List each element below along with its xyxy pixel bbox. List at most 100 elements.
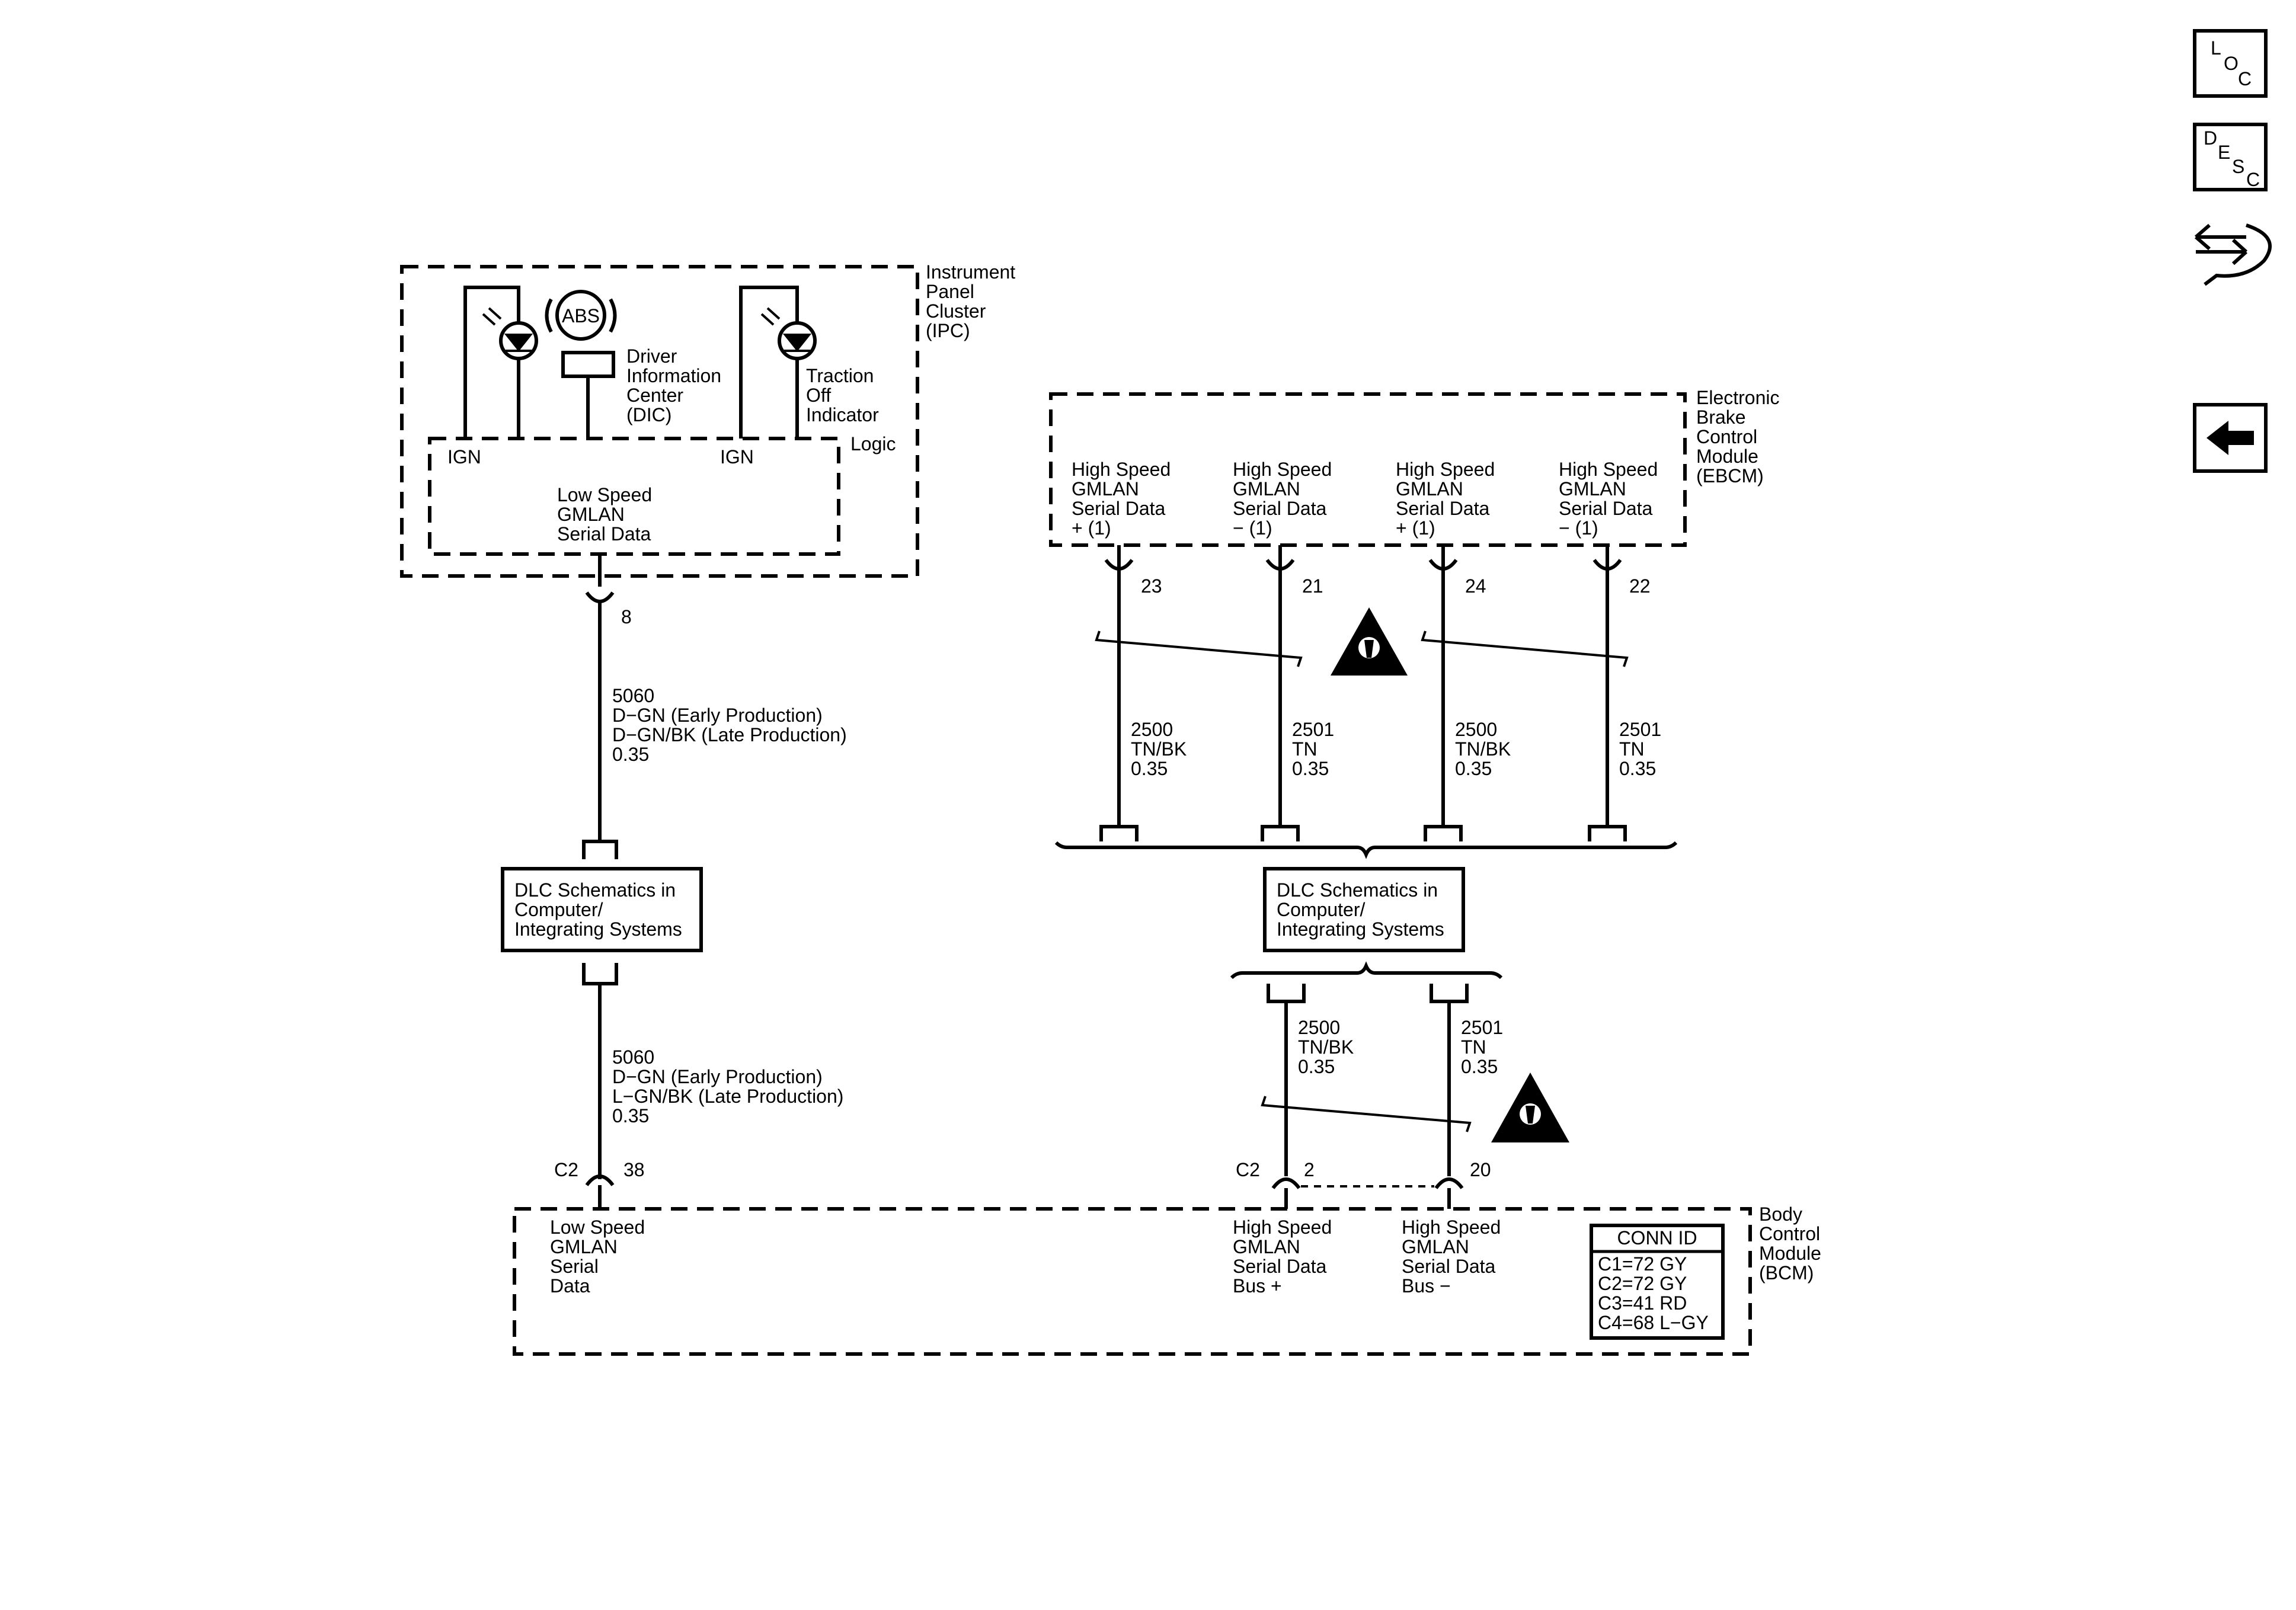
dic-line2: Information [626, 365, 721, 386]
ebcm-name-line2: Brake [1696, 406, 1746, 428]
ebcm-term2-line1: High Speed [1233, 459, 1332, 480]
traction-line3: Indicator [806, 404, 879, 425]
conn-id-row2: C2=72 GY [1598, 1273, 1687, 1294]
ebcm-wire-2: 21 2501 TN 0.35 [1261, 545, 1334, 841]
wire-upper-left-line4: 0.35 [612, 744, 649, 765]
ebcm-name-line3: Control [1696, 426, 1757, 447]
ebcm-wire2-line3: 0.35 [1292, 758, 1329, 779]
ebcm-name-line1: Electronic [1696, 387, 1780, 408]
bcm-name-line1: Body [1759, 1204, 1802, 1225]
dic-line4: (DIC) [626, 404, 671, 425]
abs-text: ABS [562, 305, 600, 327]
dic-line1: Driver [626, 345, 677, 367]
back-arrow-button[interactable] [2193, 403, 2268, 473]
bcm-hs-minus-line4: Bus − [1402, 1275, 1451, 1297]
wire-lower-right2-line2: TN [1461, 1036, 1486, 1058]
dlc-left-line2: Computer/ [514, 899, 603, 920]
desc-button[interactable]: D E S C [2193, 123, 2268, 191]
caution-icon-2 [1491, 1073, 1569, 1142]
ebcm-term4-line4: − (1) [1559, 517, 1598, 539]
back-arrow-icon [2207, 421, 2254, 455]
ebcm-term2-line2: GMLAN [1233, 478, 1300, 500]
ebcm-wire-4: 22 2501 TN 0.35 [1588, 545, 1661, 841]
ebcm-term4-line1: High Speed [1559, 459, 1658, 480]
bcm-pin-2: 2 [1304, 1159, 1315, 1180]
ipc-serial-line2: GMLAN [557, 504, 625, 525]
wire-5060-upper-label: 5060 D−GN (Early Production) D−GN/BK (La… [612, 685, 847, 765]
desc-letter-c: C [2246, 169, 2260, 190]
ebcm-term3-line3: Serial Data [1396, 498, 1490, 519]
ebcm-wire1-line3: 0.35 [1131, 758, 1168, 779]
loc-letter-c: C [2238, 68, 2252, 89]
ebcm-wire-3: 24 2500 TN/BK 0.35 [1424, 545, 1511, 841]
ebcm-wire1-line2: TN/BK [1131, 738, 1187, 760]
ipc-serial-line1: Low Speed [557, 484, 652, 505]
ebcm-name-line5: (EBCM) [1696, 465, 1764, 486]
ebcm-term2-line4: − (1) [1233, 517, 1272, 539]
wire-upper-left-line2: D−GN (Early Production) [612, 705, 823, 726]
ebcm-wire3-line1: 2500 [1455, 719, 1497, 740]
desc-letter-d: D [2204, 127, 2217, 149]
ebcm-wire3-line2: TN/BK [1455, 738, 1511, 760]
dic-display-icon [561, 351, 615, 378]
ebcm-name-line4: Module [1696, 446, 1758, 467]
wire-lower-left-line3: L−GN/BK (Late Production) [612, 1086, 843, 1107]
ign-label-2: IGN [720, 446, 754, 468]
ebcm-term3-line4: + (1) [1396, 517, 1435, 539]
ebcm-pin-21: 21 [1302, 575, 1323, 597]
dlc-box-right[interactable]: DLC Schematics in Computer/ Integrating … [1263, 867, 1465, 952]
ipc-name-line3: Cluster [926, 300, 986, 322]
bcm-hs-minus-line2: GMLAN [1402, 1236, 1469, 1257]
conn-id-row1: C1=72 GY [1598, 1253, 1687, 1275]
bcm-low-speed-line2: GMLAN [550, 1236, 618, 1257]
wire-upper-left-line3: D−GN/BK (Late Production) [612, 724, 847, 745]
ipc-name-line1: Instrument [926, 261, 1015, 283]
connector-icon[interactable] [2195, 223, 2272, 286]
bracket-top [1054, 841, 1678, 859]
bcm-pin-38: 38 [623, 1159, 645, 1180]
bcm-low-speed-line4: Data [550, 1275, 590, 1297]
ipc-module: Instrument Panel Cluster (IPC) ABS Drive… [400, 261, 1015, 628]
ebcm-term4-line3: Serial Data [1559, 498, 1653, 519]
wire-lower-right2-line1: 2501 [1461, 1017, 1503, 1038]
bracket-bottom [1230, 961, 1503, 980]
loc-button[interactable]: L O C [2193, 29, 2268, 98]
ebcm-wire4-line3: 0.35 [1619, 758, 1656, 779]
ebcm-pin-22: 22 [1629, 575, 1651, 597]
ign-label-1: IGN [447, 446, 481, 468]
bcm-module: Body Control Module (BCM) C2 38 C2 2 20 … [513, 1159, 1821, 1356]
desc-letter-e: E [2218, 142, 2230, 163]
ebcm-pin-23: 23 [1141, 575, 1162, 597]
abs-icon: ABS [545, 290, 617, 341]
bcm-hs-plus-line2: GMLAN [1233, 1236, 1300, 1257]
wire-lower-right1-line1: 2500 [1298, 1017, 1340, 1038]
bcm-name-line2: Control [1759, 1223, 1820, 1244]
bcm-hs-minus-line1: High Speed [1402, 1217, 1501, 1238]
traction-line1: Traction [806, 365, 874, 386]
ebcm-term1-line1: High Speed [1072, 459, 1171, 480]
wire-5060-lower-label: 5060 D−GN (Early Production) L−GN/BK (La… [612, 1046, 843, 1126]
dic-line3: Center [626, 385, 683, 406]
wire-lower-left-line4: 0.35 [612, 1105, 649, 1126]
bcm-c2-left: C2 [554, 1159, 578, 1180]
twisted-pair-mark-1 [1095, 630, 1303, 667]
dlc-left-line1: DLC Schematics in [514, 879, 676, 901]
ipc-name-line2: Panel [926, 281, 974, 302]
wire-lower-right2-line3: 0.35 [1461, 1056, 1498, 1077]
ebcm-wire3-line3: 0.35 [1455, 758, 1492, 779]
bcm-hs-plus-line4: Bus + [1233, 1275, 1282, 1297]
ebcm-wire-1: 23 2500 TN/BK 0.35 [1099, 545, 1187, 841]
bcm-pin-20: 20 [1470, 1159, 1491, 1180]
ebcm-wire2-line1: 2501 [1292, 719, 1334, 740]
ebcm-term1-line4: + (1) [1072, 517, 1111, 539]
ebcm-term1-line2: GMLAN [1072, 478, 1139, 500]
dlc-box-left[interactable]: DLC Schematics in Computer/ Integrating … [501, 867, 703, 952]
wire-lower-left-line2: D−GN (Early Production) [612, 1066, 823, 1087]
wire-lower-right1-line2: TN/BK [1298, 1036, 1354, 1058]
logic-label: Logic [850, 433, 896, 454]
twisted-pair-mark-3 [1261, 1096, 1472, 1132]
ebcm-wire1-line1: 2500 [1131, 719, 1173, 740]
ebcm-module: Electronic Brake Control Module (EBCM) H… [1049, 387, 1780, 547]
ipc-name-line4: (IPC) [926, 320, 970, 341]
